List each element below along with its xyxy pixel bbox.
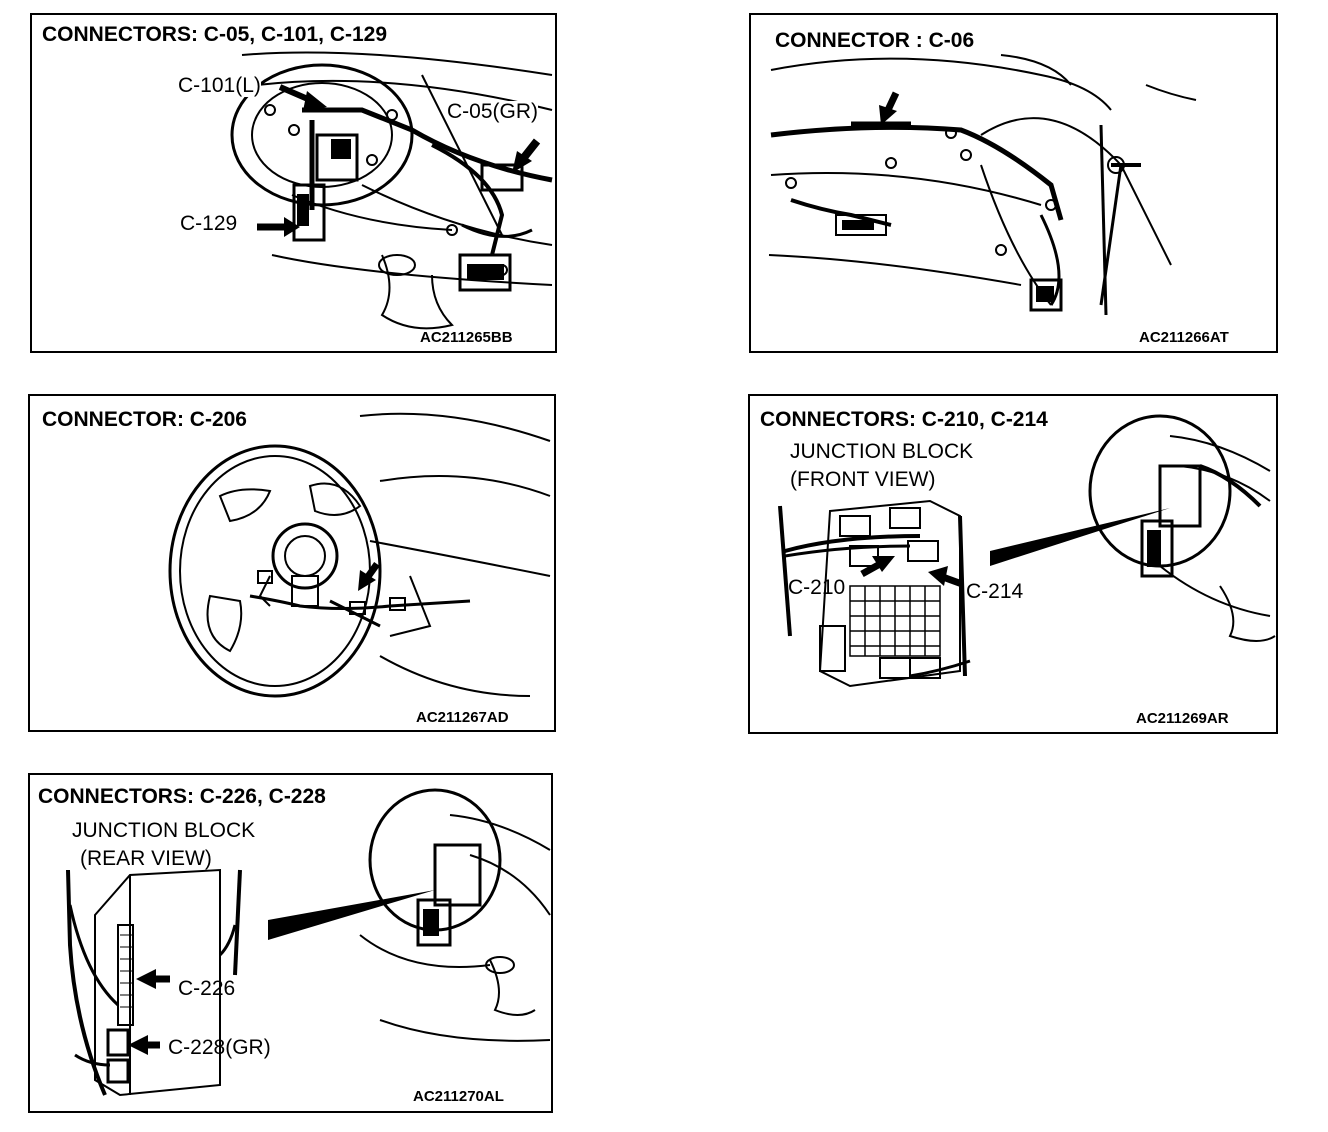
label-c226: C-226 xyxy=(178,977,236,1000)
label-c129: C-129 xyxy=(180,212,238,235)
junction-block-heading-line1: JUNCTION BLOCK xyxy=(790,440,974,463)
figure-code: AC211269AR xyxy=(1136,710,1229,727)
panel-title: CONNECTOR : C-06 xyxy=(775,29,975,52)
panel-c05-c101-c129: CONNECTORS: C-05, C-101, C-129 C-101(L) … xyxy=(30,13,557,353)
panel-title: CONNECTORS: C-05, C-101, C-129 xyxy=(42,23,388,46)
label-c101: C-101(L) xyxy=(178,74,261,97)
panel-title: CONNECTOR: C-206 xyxy=(42,408,247,431)
junction-block-front-illustration xyxy=(778,414,1276,688)
junction-block-heading-line2: (REAR VIEW) xyxy=(80,847,212,870)
panel-c226-c228: CONNECTORS: C-226, C-228 JUNCTION BLOCK … xyxy=(28,773,553,1113)
dashboard-wiring-illustration xyxy=(230,51,553,330)
figure-code: AC211270AL xyxy=(413,1088,504,1105)
panel-title: CONNECTORS: C-210, C-214 xyxy=(760,408,1048,431)
junction-block-heading-line2: (FRONT VIEW) xyxy=(790,468,936,491)
steering-wheel-illustration xyxy=(168,412,551,698)
panel-c210-c214: CONNECTORS: C-210, C-214 JUNCTION BLOCK … xyxy=(748,394,1278,734)
figure-code: AC211267AD xyxy=(416,709,509,726)
label-c214: C-214 xyxy=(966,580,1024,603)
panel-c06: CONNECTOR : C-06 AC211266AT xyxy=(749,13,1278,353)
label-c05: C-05(GR) xyxy=(447,100,539,123)
panel-c206: CONNECTOR: C-206 AC211267AD xyxy=(28,394,556,732)
label-c228: C-228(GR) xyxy=(168,1036,271,1059)
figure-code: AC211265BB xyxy=(420,329,513,346)
panel-title: CONNECTORS: C-226, C-228 xyxy=(38,785,326,808)
label-c210: C-210 xyxy=(788,576,846,599)
junction-block-heading-line1: JUNCTION BLOCK xyxy=(72,819,256,842)
junction-block-rear-illustration xyxy=(66,788,551,1097)
figure-code: AC211266AT xyxy=(1139,329,1229,346)
dashboard-wiring-illustration xyxy=(768,54,1197,316)
